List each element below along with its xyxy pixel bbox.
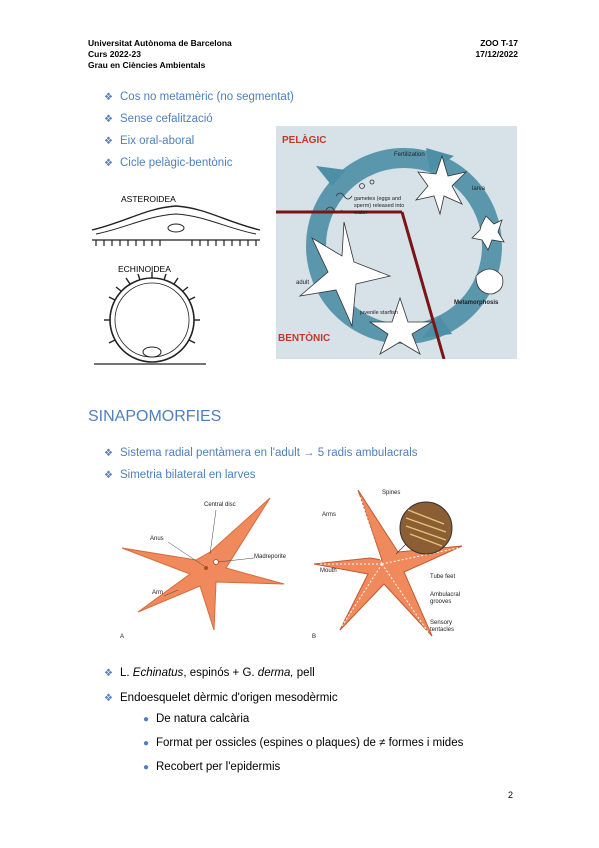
madreporite-label: Madreporite bbox=[254, 554, 287, 560]
diamond-bullet-icon: ❖ bbox=[104, 448, 113, 459]
central-disc-label: Central disc bbox=[204, 502, 236, 508]
figure-letter-a: A bbox=[120, 634, 125, 640]
benthic-label: BENTÒNIC bbox=[278, 331, 330, 344]
header-date: 17/12/2022 bbox=[475, 49, 518, 59]
adult-label: adult bbox=[296, 280, 309, 286]
diamond-bullet-icon: ❖ bbox=[104, 136, 113, 147]
juvenile-label: juvenile starfish bbox=[360, 310, 398, 316]
sensory-tentacles-label: Sensory tentacles bbox=[430, 620, 455, 633]
metamorphosis-label: Metamorphosis bbox=[454, 300, 499, 306]
larva-label: larva bbox=[472, 186, 486, 192]
section-drawings: ASTEROIDEA ECHINOIDEA bbox=[91, 194, 261, 365]
echinoidea-label: ECHINOIDEA bbox=[118, 264, 171, 274]
lifecycle-diagram: PELÀGIC BENTÒNIC Fertilization larva Met… bbox=[276, 133, 505, 360]
header-code: ZOO T-17 bbox=[480, 38, 518, 48]
diamond-bullet-icon: ❖ bbox=[104, 470, 113, 481]
dot-bullet-icon: ● bbox=[143, 714, 150, 725]
endoskeleton-item: ❖Endoesquelet dèrmic d'origen mesodèrmic bbox=[104, 692, 338, 704]
diamond-bullet-icon: ❖ bbox=[104, 693, 113, 704]
pelagic-label: PELÀGIC bbox=[282, 133, 326, 146]
starfish-b-drawing bbox=[313, 489, 463, 637]
bullet-list-bottom: ❖L. Echinatus, espinós + G. derma, pell … bbox=[104, 666, 338, 706]
asteroidea-label: ASTEROIDEA bbox=[121, 194, 176, 204]
header-university: Universitat Autònoma de Barcelona bbox=[88, 38, 232, 48]
ambulacral-grooves-label: Ambulacral grooves bbox=[430, 592, 461, 605]
diamond-bullet-icon: ❖ bbox=[104, 92, 113, 103]
bullet-item: ❖Cicle pelàgic-bentònic bbox=[104, 157, 233, 169]
diamond-bullet-icon: ❖ bbox=[104, 158, 113, 169]
bullet-item: ❖Simetria bilateral en larves bbox=[104, 469, 256, 481]
bullet-list-top: ❖Cos no metamèric (no segmentat) ❖Sense … bbox=[104, 90, 294, 171]
sub-bullet-item: ●Recobert per l'epidermis bbox=[143, 761, 281, 773]
spines-label: Spines bbox=[382, 490, 401, 496]
bullet-item: ❖Sense cefalització bbox=[104, 113, 213, 125]
bullet-list-syn: ❖Sistema radial pentàmera en l'adult → 5… bbox=[104, 446, 418, 483]
sub-bullet-item: ●De natura calcària bbox=[143, 713, 250, 725]
dot-bullet-icon: ● bbox=[143, 738, 150, 749]
sub-bullet-item: ●Format per ossicles (espines o plaques)… bbox=[143, 737, 464, 749]
bullet-item: ❖Eix oral-aboral bbox=[104, 135, 195, 147]
header-right: ZOO T-17 17/12/2022 bbox=[475, 38, 518, 60]
figure-letter-b: B bbox=[312, 634, 317, 640]
header-course: Curs 2022-23 bbox=[88, 49, 141, 59]
arm-label: Arm bbox=[152, 590, 163, 596]
mouth-label: Mouth bbox=[320, 568, 337, 574]
diamond-bullet-icon: ❖ bbox=[104, 114, 113, 125]
etymology-item: ❖L. Echinatus, espinós + G. derma, pell bbox=[104, 667, 315, 679]
starfish-figure-b: Spines Arms Mouth Tube feet Ambulacral g… bbox=[312, 488, 472, 644]
header-degree: Grau en Ciències Ambientals bbox=[88, 60, 206, 70]
header-left: Universitat Autònoma de Barcelona Curs 2… bbox=[88, 38, 232, 71]
fertilization-label: Fertilization bbox=[394, 152, 425, 158]
arms-label: Arms bbox=[322, 512, 336, 518]
section-title: SINAPOMORFIES bbox=[88, 408, 222, 425]
tube-feet-label: Tube feet bbox=[430, 574, 456, 580]
anus-label: Anus bbox=[150, 536, 164, 542]
page-number: 2 bbox=[508, 790, 514, 800]
bullet-item: ❖Cos no metamèric (no segmentat) bbox=[104, 91, 294, 103]
bullet-item: ❖Sistema radial pentàmera en l'adult → 5… bbox=[104, 447, 418, 459]
dot-bullet-icon: ● bbox=[143, 762, 150, 773]
gametes-label: gametes (eggs and sperm) released into w… bbox=[354, 196, 405, 216]
lifecycle-figure: PELÀGIC BENTÒNIC Fertilization larva Met… bbox=[276, 126, 517, 360]
diamond-bullet-icon: ❖ bbox=[104, 668, 113, 679]
starfish-a-drawing bbox=[121, 497, 285, 631]
body-section-figure: ASTEROIDEA ECHINOIDEA bbox=[86, 188, 266, 370]
sub-bullet-list: ●De natura calcària ●Format per ossicles… bbox=[143, 712, 463, 775]
starfish-figure-a: Central disc Anus Madreporite Arm A bbox=[118, 490, 290, 644]
